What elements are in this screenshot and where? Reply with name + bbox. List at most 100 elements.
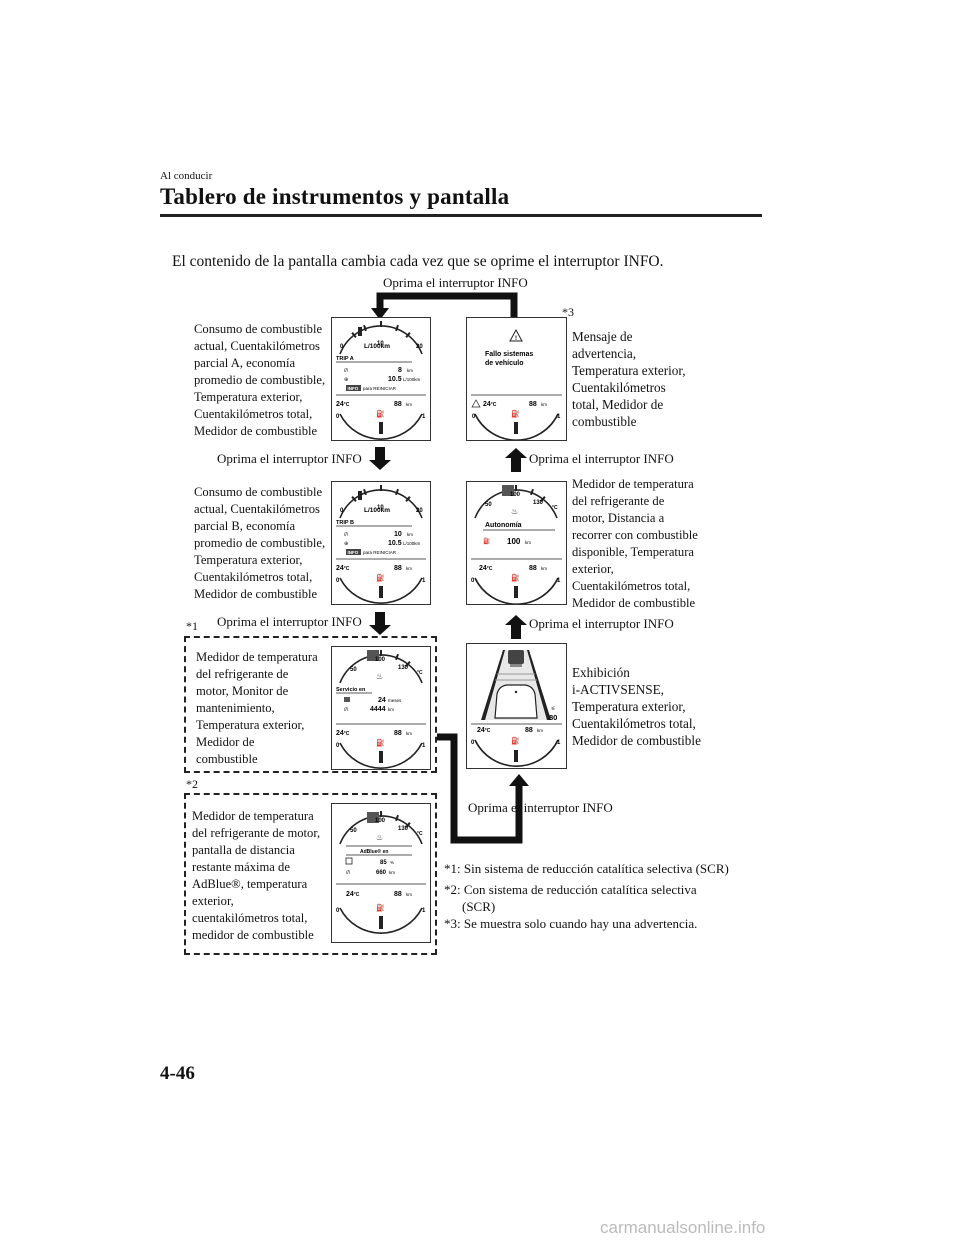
svg-text:660: 660 (376, 870, 387, 876)
lead-vehicle-icon (508, 650, 524, 664)
road-icon: //\ (344, 368, 349, 374)
arrow-down-1-shaft (375, 447, 385, 461)
svg-text:100: 100 (510, 492, 521, 498)
fuel-flow-icon: ⊕ (344, 377, 348, 383)
footnote-1: *1: Sin sistema de reducción catalítica … (444, 861, 729, 876)
arrow-up-r1-shaft (511, 458, 521, 472)
warning-triangle-icon (509, 328, 523, 342)
fuel-pump-icon: ⛽ (376, 573, 385, 582)
svg-text:100: 100 (375, 818, 386, 824)
footnote-mark-3: *3 (562, 305, 574, 319)
svg-text:°C: °C (417, 670, 423, 676)
svg-text:0: 0 (336, 414, 340, 420)
svg-text:TRIP B: TRIP B (336, 520, 354, 526)
svg-text:24°C: 24°C (336, 565, 350, 572)
svg-text:10: 10 (394, 531, 402, 538)
calendar-icon (344, 697, 350, 702)
svg-text:TRIP A: TRIP A (336, 356, 354, 362)
road-icon: //\ (344, 532, 349, 538)
svg-text:50: 50 (350, 667, 357, 673)
page-title: Tablero de instrumentos y pantalla (160, 184, 510, 209)
svg-text:88: 88 (394, 565, 402, 572)
svg-text:24°C: 24°C (483, 401, 497, 408)
screen-range: 50 100 130 °C ♨ Autonomía ⛽ 100 km 24°C … (466, 481, 567, 605)
fuel-pump-icon: ⛽ (511, 409, 520, 418)
loop-line-top (376, 292, 518, 318)
road-icon: //\ (346, 870, 351, 876)
svg-text:20: 20 (416, 508, 423, 514)
road-icon: //\ (344, 707, 349, 713)
svg-text:para REINICIAR: para REINICIAR (363, 550, 397, 555)
svg-text:88: 88 (525, 727, 533, 734)
svg-text:km: km (406, 892, 412, 897)
svg-text:88: 88 (529, 565, 537, 572)
svg-text:80: 80 (549, 713, 557, 722)
svg-text:10: 10 (377, 505, 384, 511)
svg-text:km: km (541, 566, 547, 571)
svg-text:0: 0 (336, 578, 340, 584)
svg-text:20: 20 (416, 344, 423, 350)
screen-service: 50 100 130 °C ♨ Servicio en 24 meses //\… (331, 646, 431, 770)
svg-text:1: 1 (557, 740, 561, 746)
svg-text:1: 1 (422, 414, 426, 420)
svg-text:km: km (406, 566, 412, 571)
fuel-pump-icon: ⛽ (376, 409, 385, 418)
svg-text:km: km (541, 402, 547, 407)
watermark: carmanualsonline.info (600, 1218, 766, 1237)
svg-text:km: km (406, 402, 412, 407)
footnotes: *1: Sin sistema de reducción catalítica … (444, 860, 764, 932)
svg-text:0: 0 (471, 740, 475, 746)
fuel-pump-icon: ⛽ (376, 903, 385, 912)
svg-text:24: 24 (378, 697, 386, 704)
title-rule (160, 214, 762, 217)
coolant-temp-icon: ♨ (376, 833, 383, 842)
arrow-down-1-icon (369, 460, 391, 470)
press-info-label-r1: Oprima el interruptor INFO (529, 451, 674, 466)
needle-icon (358, 327, 362, 336)
svg-text:km: km (407, 368, 413, 373)
svg-text:km: km (537, 728, 543, 733)
svg-text:1: 1 (422, 743, 426, 749)
svg-text:0: 0 (336, 908, 340, 914)
svg-text:8: 8 (398, 367, 402, 374)
page-number: 4-46 (160, 1063, 195, 1084)
own-vehicle-icon (494, 684, 538, 719)
svg-text:50: 50 (485, 502, 492, 508)
svg-text:L/100km: L/100km (364, 507, 390, 514)
svg-text:0: 0 (472, 414, 476, 420)
svg-text:!: ! (515, 336, 517, 342)
svg-text:INFO: INFO (348, 386, 359, 391)
warning-small-icon (471, 399, 481, 408)
svg-text:24°C: 24°C (336, 401, 350, 408)
svg-text:AdBlue® en: AdBlue® en (360, 848, 388, 855)
section-label: Al conducir (160, 170, 213, 182)
screen-trip-a: 0 10 20 L/100km TRIP A //\ 8 km ⊕ 10.5 L… (331, 317, 431, 441)
coolant-temp-icon: ♨ (511, 507, 518, 516)
press-info-label-2: Oprima el interruptor INFO (217, 614, 362, 629)
footnote-3: *3: Se muestra solo cuando hay una adver… (444, 916, 698, 931)
svg-text:INFO: INFO (348, 550, 359, 555)
fuel-pump-icon: ⛽ (483, 537, 491, 545)
fuel-pump-icon: ⛽ (376, 738, 385, 747)
intro-text: El contenido de la pantalla cambia cada … (172, 253, 664, 270)
svg-text:meses: meses (388, 698, 402, 703)
footnote-2: *2: Con sistema de reducción catalítica … (444, 882, 697, 897)
press-info-label-1: Oprima el interruptor INFO (217, 451, 362, 466)
arrow-down-2-icon (369, 625, 391, 635)
svg-text:km: km (388, 707, 394, 712)
svg-text:km: km (525, 540, 531, 545)
svg-text:L/100km: L/100km (403, 541, 421, 546)
press-info-label-top: Oprima el interruptor INFO (383, 275, 528, 290)
adblue-tank-icon (345, 857, 353, 865)
scr-none-group (184, 636, 437, 773)
svg-text:Autonomía: Autonomía (485, 522, 522, 529)
press-info-label-r2: Oprima el interruptor INFO (529, 616, 674, 631)
svg-text:km: km (406, 731, 412, 736)
svg-text:100: 100 (507, 537, 521, 546)
